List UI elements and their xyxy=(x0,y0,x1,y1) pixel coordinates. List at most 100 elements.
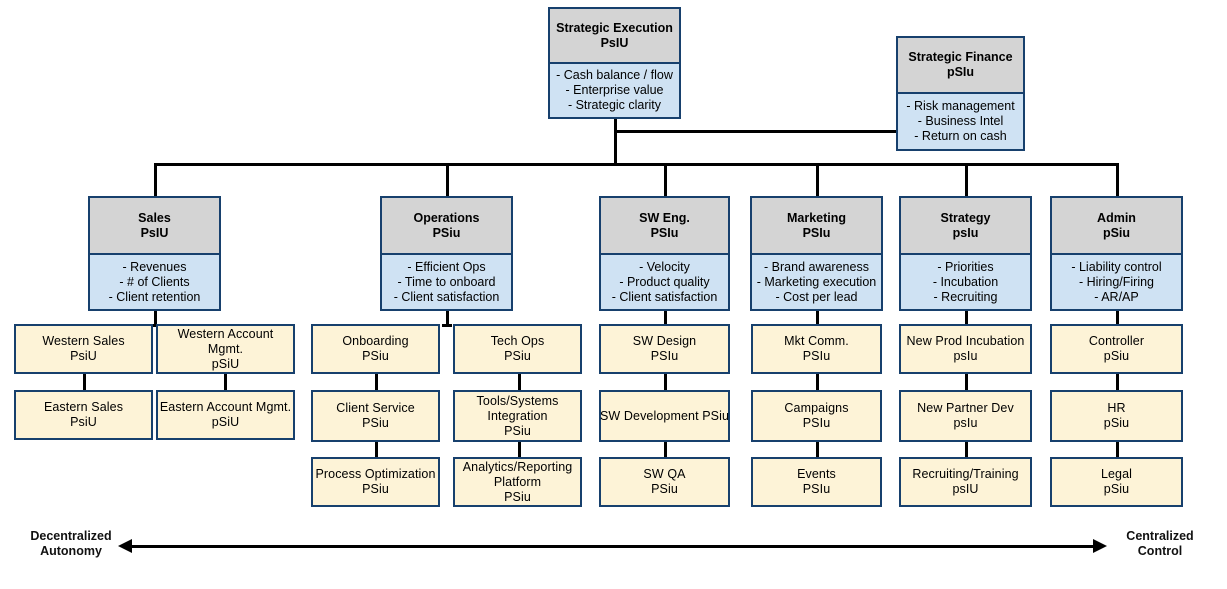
leaf-code-line: PSiu xyxy=(651,482,678,496)
leaf-title-line: New Partner Dev xyxy=(917,401,1014,415)
leaf-code-line: pSiU xyxy=(211,356,240,371)
leaf-controller[interactable]: Controller pSiu xyxy=(1050,324,1183,374)
leaf-events[interactable]: Events PSIu xyxy=(751,457,882,507)
leaf-analytics-reporting-platform[interactable]: Analytics/Reporting Platform PSiu xyxy=(453,457,582,507)
unit-operations[interactable]: Operations PSiu - Efficient Ops - Time t… xyxy=(380,196,513,311)
unit-header: Strategic Execution PsIU xyxy=(550,9,679,64)
leaf-western-account-mgmt[interactable]: Western Account Mgmt. pSiU xyxy=(156,324,295,374)
leaf-tools-systems-integration[interactable]: Tools/Systems Integration PSiu xyxy=(453,390,582,442)
unit-metrics: - Revenues - # of Clients - Client reten… xyxy=(90,255,219,309)
leaf-code-line: PsiU xyxy=(70,349,97,363)
metric-item: - Client satisfaction xyxy=(393,289,500,304)
connector-leaf-chain xyxy=(518,374,521,390)
leaf-code-line: pSiU xyxy=(211,415,240,429)
axis-line xyxy=(130,545,1095,548)
leaf-code-line: psIu xyxy=(953,349,978,363)
leaf-title-line: SW QA xyxy=(643,467,686,481)
connector-leaf-chain xyxy=(816,441,819,457)
unit-sw-eng[interactable]: SW Eng. PSIu - Velocity - Product qualit… xyxy=(599,196,730,311)
connector-bus-to-operations xyxy=(446,163,449,196)
unit-metrics: - Brand awareness - Marketing execution … xyxy=(752,255,881,309)
unit-header: Strategy psIu xyxy=(901,198,1030,255)
leaf-title-line: SW Development PSiu xyxy=(599,408,730,423)
unit-title-line: Strategic Execution xyxy=(556,20,673,35)
leaf-title-line: Analytics/Reporting xyxy=(462,459,573,474)
metric-item: - Client retention xyxy=(108,289,201,304)
unit-metrics: - Velocity - Product quality - Client sa… xyxy=(601,255,728,309)
connector-sw-eng-stem xyxy=(664,311,667,327)
unit-code-line: psIu xyxy=(952,225,979,240)
leaf-hr[interactable]: HR pSiu xyxy=(1050,390,1183,442)
leaf-western-sales[interactable]: Western Sales PsiU xyxy=(14,324,153,374)
leaf-title-line: Mgmt. xyxy=(207,341,244,356)
connector-marketing-stem xyxy=(816,311,819,327)
axis-arrow-left-icon xyxy=(118,539,132,553)
leaf-eastern-account-mgmt[interactable]: Eastern Account Mgmt. pSiU xyxy=(156,390,295,440)
axis-label-line: Autonomy xyxy=(40,544,102,558)
unit-sales[interactable]: Sales PsIU - Revenues - # of Clients - C… xyxy=(88,196,221,311)
leaf-code-line: PSiu xyxy=(362,349,389,363)
unit-title-line: Strategy xyxy=(940,210,991,225)
unit-header: Operations PSiu xyxy=(382,198,511,255)
leaf-title-line: Controller xyxy=(1088,334,1145,348)
unit-strategic-finance[interactable]: Strategic Finance pSIu - Risk management… xyxy=(896,36,1025,151)
metric-item: - Priorities xyxy=(937,259,994,274)
leaf-title-line: New Prod Incubation xyxy=(906,334,1025,348)
leaf-code-line: PSiu xyxy=(362,416,389,430)
metric-item: - Enterprise value xyxy=(565,83,664,97)
leaf-eastern-sales[interactable]: Eastern Sales PsiU xyxy=(14,390,153,440)
unit-title-line: SW Eng. xyxy=(639,210,690,225)
connector-leaf-chain xyxy=(1116,441,1119,457)
axis-label-centralized: Centralized Control xyxy=(1105,529,1215,559)
unit-code-line: PsIU xyxy=(140,225,169,240)
leaf-title-line: Campaigns xyxy=(784,401,849,415)
metric-item: - # of Clients xyxy=(119,274,190,289)
leaf-onboarding[interactable]: Onboarding PSiu xyxy=(311,324,440,374)
leaf-new-partner-dev[interactable]: New Partner Dev psIu xyxy=(899,390,1032,442)
connector-bus-to-marketing xyxy=(816,163,819,196)
leaf-legal[interactable]: Legal pSiu xyxy=(1050,457,1183,507)
unit-strategic-execution[interactable]: Strategic Execution PsIU - Cash balance … xyxy=(548,7,681,119)
leaf-process-optimization[interactable]: Process Optimization PSiu xyxy=(311,457,440,507)
unit-code-line: PSIu xyxy=(650,225,679,240)
leaf-tech-ops[interactable]: Tech Ops PSiu xyxy=(453,324,582,374)
connector-leaf-chain xyxy=(375,441,378,457)
unit-code-line: PsIU xyxy=(600,35,629,50)
unit-marketing[interactable]: Marketing PSIu - Brand awareness - Marke… xyxy=(750,196,883,311)
leaf-sw-development[interactable]: SW Development PSiu xyxy=(599,390,730,442)
leaf-recruiting-training[interactable]: Recruiting/Training psIU xyxy=(899,457,1032,507)
connector-leaf-chain xyxy=(375,374,378,390)
leaf-sw-design[interactable]: SW Design PSIu xyxy=(599,324,730,374)
unit-code-line: pSIu xyxy=(946,65,975,79)
connector-leaf-chain xyxy=(965,441,968,457)
unit-title-line: Sales xyxy=(138,210,171,225)
leaf-title-line: Platform xyxy=(493,474,542,489)
unit-code-line: pSiu xyxy=(1102,225,1131,240)
leaf-code-line: PSiu xyxy=(504,349,531,363)
metric-item: - Return on cash xyxy=(914,129,1007,143)
leaf-code-line: PSIu xyxy=(802,349,831,363)
leaf-title-line: Process Optimization xyxy=(315,467,436,481)
unit-admin[interactable]: Admin pSiu - Liability control - Hiring/… xyxy=(1050,196,1183,311)
leaf-campaigns[interactable]: Campaigns PSIu xyxy=(751,390,882,442)
connector-operations-stem xyxy=(446,311,449,327)
metric-item: - Velocity xyxy=(639,259,690,274)
unit-metrics: - Cash balance / flow - Enterprise value… xyxy=(550,64,679,117)
connector-leaf-chain xyxy=(1116,374,1119,390)
leaf-client-service[interactable]: Client Service PSiu xyxy=(311,390,440,442)
unit-header: Sales PsIU xyxy=(90,198,219,255)
leaf-sw-qa[interactable]: SW QA PSiu xyxy=(599,457,730,507)
leaf-mkt-comm[interactable]: Mkt Comm. PSIu xyxy=(751,324,882,374)
connector-division-bus xyxy=(154,163,1117,166)
metric-item: - Client satisfaction xyxy=(611,289,718,304)
leaf-new-prod-incubation[interactable]: New Prod Incubation psIu xyxy=(899,324,1032,374)
metric-item: - Risk management xyxy=(906,99,1015,113)
metric-item: - Marketing execution xyxy=(756,274,877,289)
leaf-title-line: Recruiting/Training xyxy=(912,467,1019,481)
unit-metrics: - Efficient Ops - Time to onboard - Clie… xyxy=(382,255,511,309)
axis-label-line: Centralized xyxy=(1126,529,1194,543)
connector-bus-to-sw-eng xyxy=(664,163,667,196)
unit-strategy[interactable]: Strategy psIu - Priorities - Incubation … xyxy=(899,196,1032,311)
unit-title-line: Operations xyxy=(413,210,480,225)
